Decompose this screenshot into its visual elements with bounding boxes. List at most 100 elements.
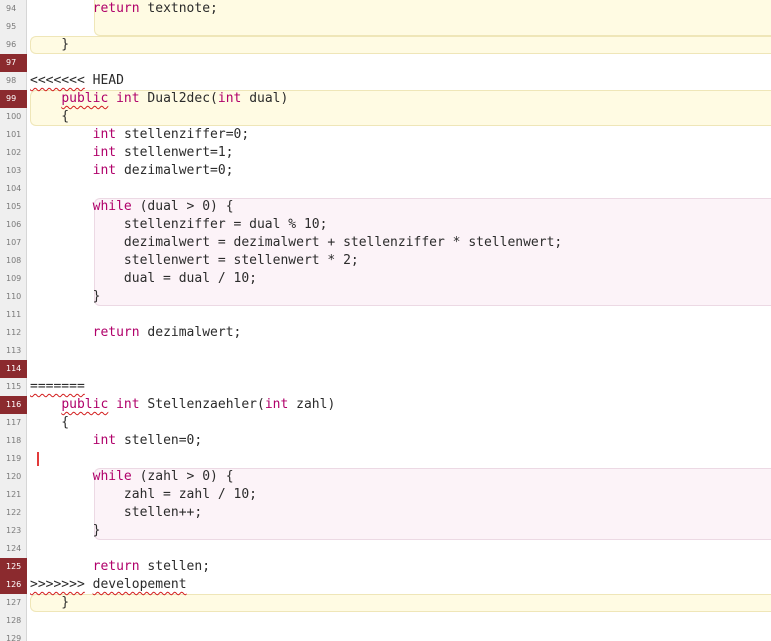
line-number: 124: [6, 544, 22, 553]
code-token: ++;: [178, 505, 203, 520]
code-line[interactable]: 112 return dezimalwert;: [0, 324, 771, 342]
code-text: int stellenziffer=0;: [30, 126, 250, 144]
code-line[interactable]: 124: [0, 540, 771, 558]
line-number: 105: [6, 202, 22, 211]
code-token: [241, 91, 249, 106]
scope-block: [94, 198, 771, 306]
code-text: }: [30, 36, 69, 54]
line-number: 112: [6, 328, 22, 337]
code-line[interactable]: 129: [0, 630, 771, 641]
code-line[interactable]: 118 int stellen=0;: [0, 432, 771, 450]
keyword-token: public: [61, 397, 109, 412]
line-number: 117: [6, 418, 22, 427]
code-token: [30, 271, 124, 286]
code-line[interactable]: 104: [0, 180, 771, 198]
code-text: while (zahl > 0) {: [30, 468, 234, 486]
line-number: 115: [6, 382, 22, 391]
code-token: dezimalwert: [123, 163, 211, 178]
code-line[interactable]: 128: [0, 612, 771, 630]
line-number: 127: [6, 598, 22, 607]
code-token: =: [210, 235, 234, 250]
code-line[interactable]: 105 while (dual > 0) {: [0, 198, 771, 216]
line-number: 123: [6, 526, 22, 535]
code-token: [30, 163, 93, 178]
error-squiggle-token: =======: [30, 379, 85, 394]
code-line[interactable]: 98<<<<<<< HEAD: [0, 72, 771, 90]
code-line[interactable]: 116 public int Stellenzaehler(int zahl): [0, 396, 771, 414]
line-number: 100: [6, 112, 22, 121]
line-number: 129: [6, 634, 22, 641]
keyword-token: int: [92, 163, 117, 178]
code-line[interactable]: 95: [0, 18, 771, 36]
code-line[interactable]: 101 int stellenziffer=0;: [0, 126, 771, 144]
code-line[interactable]: 110 }: [0, 288, 771, 306]
code-token: / 10;: [210, 271, 257, 286]
line-number: 108: [6, 256, 22, 265]
code-line[interactable]: 123 }: [0, 522, 771, 540]
code-line[interactable]: 120 while (zahl > 0) {: [0, 468, 771, 486]
code-line[interactable]: 99 public int Dual2dec(int dual): [0, 90, 771, 108]
code-token: stellenwert: [468, 235, 555, 250]
code-line[interactable]: 127 }: [0, 594, 771, 612]
keyword-token: int: [116, 397, 140, 412]
code-line[interactable]: 121 zahl = zahl / 10;: [0, 486, 771, 504]
code-token: =: [210, 253, 234, 268]
code-token: [30, 325, 93, 340]
code-token: dezimalwert: [147, 325, 234, 340]
code-token: [116, 433, 124, 448]
code-line[interactable]: 122 stellen++;: [0, 504, 771, 522]
code-line[interactable]: 125 return stellen;: [0, 558, 771, 576]
keyword-token: return: [92, 559, 140, 574]
code-line[interactable]: 109 dual = dual / 10;: [0, 270, 771, 288]
line-number: 128: [6, 616, 22, 625]
code-line[interactable]: 102 int stellenwert=1;: [0, 144, 771, 162]
code-line[interactable]: 96 }: [0, 36, 771, 54]
code-line[interactable]: 94 return textnote;: [0, 0, 771, 18]
code-text: stellen++;: [30, 504, 202, 522]
code-token: [116, 145, 124, 160]
code-line[interactable]: 126>>>>>>> developement: [0, 576, 771, 594]
code-line[interactable]: 117 {: [0, 414, 771, 432]
code-token: *: [444, 235, 469, 250]
code-text: stellenwert = stellenwert * 2;: [30, 252, 359, 270]
code-line[interactable]: 111: [0, 306, 771, 324]
text-cursor: [37, 452, 39, 466]
code-token: }: [30, 595, 70, 610]
keyword-token: int: [92, 145, 117, 160]
line-number: 103: [6, 166, 22, 175]
code-line[interactable]: 114: [0, 360, 771, 378]
code-token: [116, 163, 124, 178]
line-number: 126: [0, 576, 27, 594]
code-token: dual: [123, 271, 156, 286]
code-line[interactable]: 113: [0, 342, 771, 360]
code-token: [85, 577, 93, 592]
line-number: 98: [6, 76, 17, 85]
code-token: dual: [147, 199, 179, 214]
code-token: stellen: [123, 505, 179, 520]
code-line[interactable]: 119: [0, 450, 771, 468]
code-token: [30, 217, 124, 232]
code-text: dual = dual / 10;: [30, 270, 257, 288]
code-line[interactable]: 115 =======: [0, 378, 771, 396]
keyword-token: public: [61, 91, 109, 106]
code-text: return stellen;: [30, 558, 210, 576]
line-number: 101: [6, 130, 22, 139]
code-token: [30, 487, 124, 502]
code-token: stellenwert: [123, 145, 211, 160]
keyword-token: int: [92, 433, 117, 448]
line-number: 114: [0, 360, 27, 378]
code-text: int stellen=0;: [30, 432, 203, 450]
code-line[interactable]: 107 dezimalwert = dezimalwert + stellenz…: [0, 234, 771, 252]
line-number: 121: [6, 490, 22, 499]
code-token: zahl: [296, 397, 328, 412]
code-line[interactable]: 97: [0, 54, 771, 72]
code-token: =: [155, 271, 179, 286]
code-line[interactable]: 100 {: [0, 108, 771, 126]
error-squiggle-token: <<<<<<<: [30, 73, 85, 88]
code-line[interactable]: 108 stellenwert = stellenwert * 2;: [0, 252, 771, 270]
code-line[interactable]: 106 stellenziffer = dual % 10;: [0, 216, 771, 234]
code-token: ;: [554, 235, 563, 250]
code-line[interactable]: 103 int dezimalwert=0;: [0, 162, 771, 180]
code-text: {: [30, 414, 69, 432]
